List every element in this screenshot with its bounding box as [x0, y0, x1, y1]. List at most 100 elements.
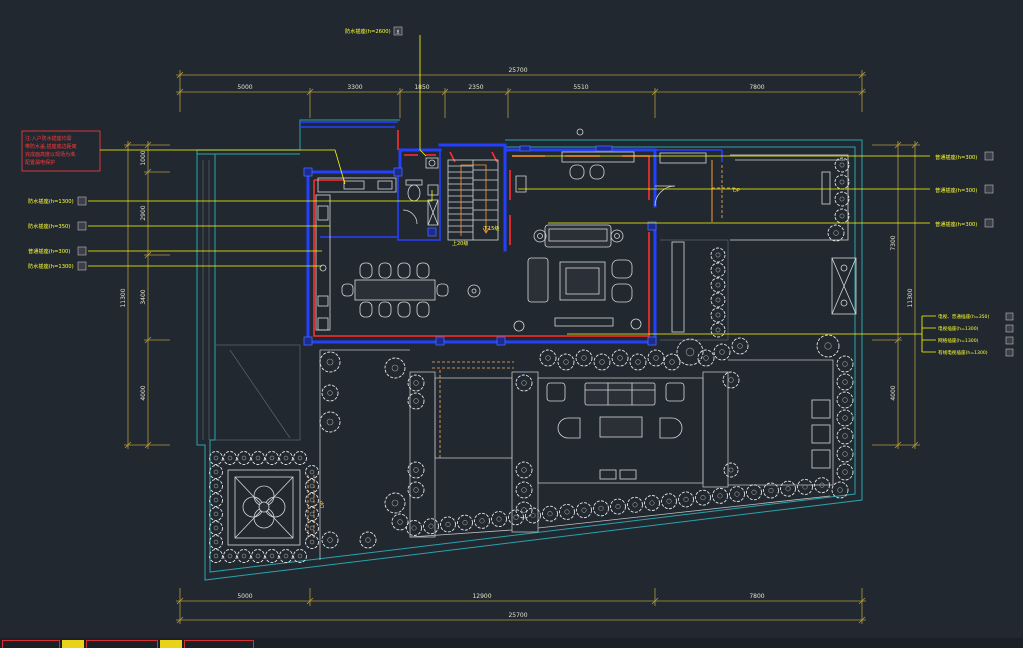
note-line-2: 带防水盖,插座底边距离 — [25, 143, 77, 150]
tree-symbol-icon — [305, 507, 319, 521]
tree-symbol-icon — [305, 493, 319, 507]
tree-center — [309, 469, 315, 475]
tree-symbol-icon — [836, 409, 854, 427]
tree-center — [309, 483, 315, 489]
tree-center — [581, 507, 587, 513]
tree-symbol-icon — [293, 451, 307, 465]
callout-group-1: 电视、普通插座(h=350) — [938, 313, 989, 320]
tree-center — [715, 267, 721, 273]
bottom-dim-2: 12900 — [472, 593, 491, 600]
note-line-1: 注:入户防水插座均需 — [25, 135, 72, 142]
dp-tag-east: DP — [733, 188, 740, 194]
layout-tab-active[interactable] — [62, 640, 84, 648]
tree-center — [521, 507, 527, 513]
tree-center — [391, 499, 399, 507]
tree-symbol-icon — [321, 384, 339, 402]
tree-center — [715, 282, 721, 288]
callout-left-1: 防水插座(h=1300) — [28, 197, 74, 205]
tree-center — [669, 359, 675, 365]
tree-symbol-icon — [321, 531, 339, 549]
tree-center — [513, 514, 519, 520]
tree-center — [635, 359, 641, 365]
tree-center — [413, 487, 419, 493]
planting-trees — [209, 157, 854, 563]
tree-center — [598, 505, 604, 511]
socket-symbol-icon — [77, 221, 87, 231]
socket-symbol-icon — [984, 151, 994, 161]
tree-center — [715, 327, 721, 333]
top-total-dimension: 25700 — [508, 67, 527, 74]
tree-center — [717, 493, 723, 499]
tree-symbol-icon — [557, 353, 575, 371]
tree-center — [255, 553, 261, 559]
tree-center — [824, 342, 832, 350]
top-dim-5: 5510 — [573, 84, 588, 91]
left-callouts — [77, 190, 433, 271]
tree-symbol-icon — [710, 322, 726, 338]
tree-symbol-icon — [209, 535, 223, 549]
tree-center — [581, 355, 587, 361]
tree-symbol-icon — [836, 373, 854, 391]
top-dim-4: 2350 — [468, 84, 483, 91]
tree-symbol-icon — [305, 535, 319, 549]
tree-center — [842, 397, 848, 403]
svg-text:⊻: ⊻ — [396, 30, 400, 36]
left-dimension-chain — [124, 141, 170, 449]
layout-tab[interactable] — [2, 640, 60, 648]
tree-symbol-icon — [710, 292, 726, 308]
socket-symbol-icon — [984, 218, 994, 228]
tree-center — [213, 525, 219, 531]
tree-symbol-icon — [836, 445, 854, 463]
tree-center — [297, 553, 303, 559]
socket-symbol-icon — [1005, 336, 1014, 345]
left-total-dimension: 11300 — [120, 288, 127, 307]
layout-tab-active[interactable] — [160, 640, 182, 648]
tree-center — [391, 364, 399, 372]
right-callout-group — [567, 312, 1014, 357]
callout-group-4: 有线电视插座(h=1300) — [938, 349, 988, 356]
tree-symbol-icon — [251, 451, 265, 465]
tree-center — [751, 489, 757, 495]
tree-center — [213, 483, 219, 489]
socket-symbol-icon — [77, 261, 87, 271]
tree-center — [564, 509, 570, 515]
left-dim-2: 2900 — [140, 205, 147, 220]
top-callout: ⊻ — [393, 26, 427, 157]
tree-symbol-icon — [746, 484, 762, 501]
tree-center — [734, 491, 740, 497]
tree-symbol-icon — [407, 392, 425, 410]
tree-symbol-icon — [474, 512, 490, 529]
tree-center — [227, 455, 233, 461]
tree-symbol-icon — [661, 493, 677, 510]
tree-symbol-icon — [406, 520, 422, 536]
stair-down-label: 下15级 — [483, 225, 499, 232]
left-dim-3: 3400 — [140, 289, 147, 304]
tree-center — [837, 487, 843, 493]
tree-symbol-icon — [319, 411, 341, 433]
tree-center — [428, 523, 434, 529]
tree-symbol-icon — [644, 495, 660, 511]
tree-center — [413, 398, 419, 404]
tree-center — [413, 467, 419, 473]
tree-symbol-icon — [797, 478, 813, 495]
tree-center — [309, 497, 315, 503]
layout-tab[interactable] — [184, 640, 254, 648]
tree-center — [213, 553, 219, 559]
layout-tab[interactable] — [86, 640, 158, 648]
tree-symbol-icon — [515, 501, 533, 519]
tree-center — [666, 498, 672, 504]
socket-symbol-icon — [77, 246, 87, 256]
tree-center — [327, 537, 333, 543]
top-dimension-chain — [176, 88, 866, 118]
tree-symbol-icon — [712, 487, 728, 504]
tree-symbol-icon — [593, 353, 611, 371]
tree-symbol-icon — [710, 247, 726, 263]
tree-center — [833, 230, 839, 236]
east-rooms — [654, 152, 857, 333]
tree-center — [632, 502, 638, 508]
socket-symbol-icon — [1005, 312, 1014, 321]
tree-center — [397, 519, 403, 525]
tree-symbol-icon — [836, 427, 854, 445]
